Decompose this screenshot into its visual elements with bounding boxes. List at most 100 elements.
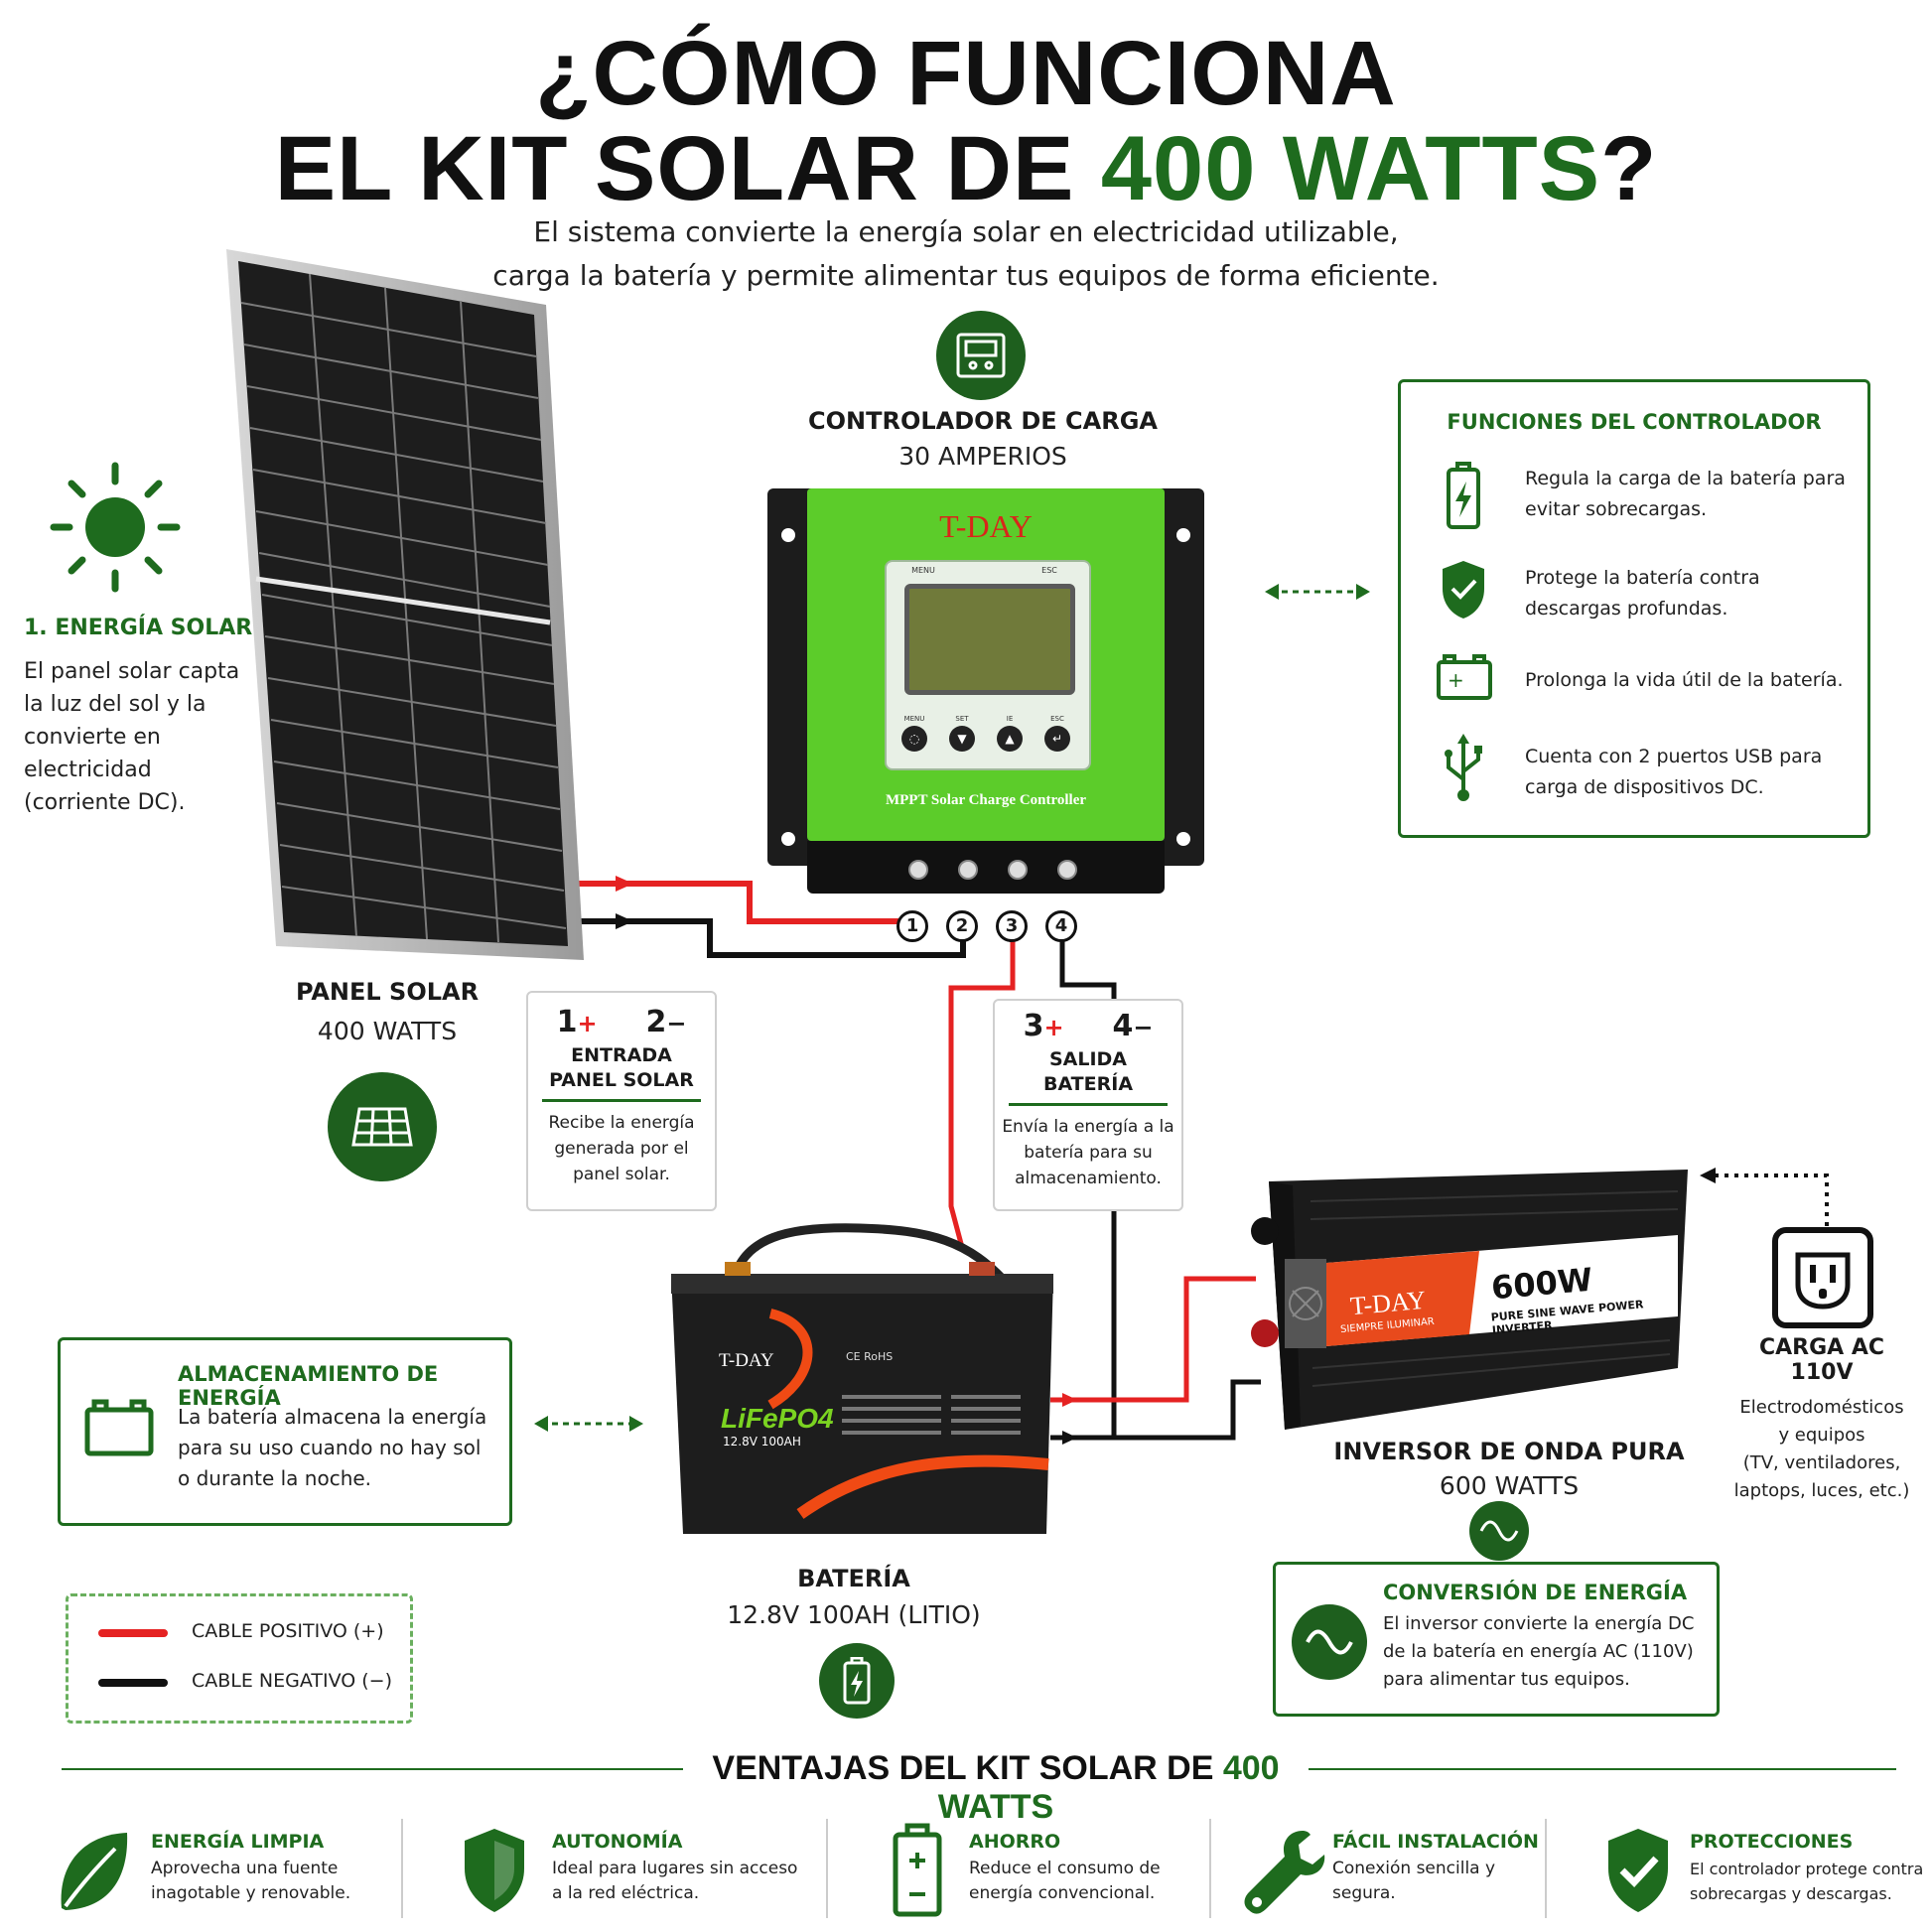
panel-name: PANEL SOLAR (295, 978, 480, 1006)
subtitle: El sistema convierte la energía solar en… (0, 210, 1932, 298)
battery-image: T-DAY CE RoHS LiFePO4 12.8V 100AH (671, 1216, 1053, 1534)
controller-lcd-screen (904, 584, 1075, 695)
inverter-image: T-DAY SIEMPRE ILUMINAR 600W PURE SINE WA… (1241, 1170, 1688, 1430)
usb-icon (1445, 734, 1482, 801)
solar-energy-text: El panel solar capta la luz del sol y la… (24, 659, 240, 815)
charge-controller-image: T-DAY MENU ESC MENU◌ SET▼ IE▲ ESC↵ MPPT … (767, 488, 1204, 894)
energy-storage-box: ALMACENAMIENTO DE ENERGÍA La batería alm… (58, 1337, 512, 1526)
controller-functions-box: FUNCIONES DEL CONTROLADOR Regula la carg… (1398, 379, 1870, 838)
terminal-3: 3 (996, 910, 1028, 942)
car-battery-icon: + (1437, 654, 1492, 700)
controller-brand: T-DAY (939, 508, 1033, 544)
controller-name: CONTROLADOR DE CARGA (808, 407, 1158, 435)
battery-icon (893, 1823, 942, 1917)
advantage-3-title: AHORRO (969, 1831, 1061, 1853)
title-highlight: 400 WATTS (1100, 118, 1601, 219)
terminal-1: 1 (897, 910, 928, 942)
battery-name: BATERÍA (797, 1565, 910, 1592)
output-pos-number: 3 (1023, 1009, 1044, 1043)
up-button-icon[interactable]: ▲ (997, 726, 1023, 752)
page-title-line1: ¿CÓMO FUNCIONA (535, 23, 1397, 124)
advantage-5-title: PROTECCIONES (1690, 1831, 1854, 1853)
enter-button-icon[interactable]: ↵ (1044, 726, 1070, 752)
controller-product-text: MPPT Solar Charge Controller (885, 792, 1087, 808)
advantage-2-title: AUTONOMÍA (552, 1831, 683, 1853)
shield-check-icon (1443, 561, 1484, 619)
wire-panel-negative (574, 918, 966, 958)
subtitle-line1: El sistema convierte la energía solar en… (533, 215, 1399, 248)
output-neg-number: 4 (1112, 1009, 1134, 1043)
wire-inverter-positive (1050, 1276, 1256, 1403)
shield-icon (465, 1829, 524, 1912)
sun-icon (50, 462, 181, 593)
subtitle-line2: carga la batería y permite alimentar tus… (492, 259, 1440, 292)
advantage-1-title: ENERGÍA LIMPIA (151, 1831, 325, 1853)
advantages-title: VENTAJAS DEL KIT SOLAR DE 400 WATTS (712, 1749, 1280, 1826)
arrow-panel-positive (616, 876, 633, 892)
legend-positive-swatch (98, 1629, 168, 1637)
wire-battery-positive (948, 938, 1016, 1252)
solar-energy-title: 1. ENERGÍA SOLAR (24, 616, 253, 640)
battery-brand: T-DAY (719, 1350, 774, 1371)
menu-button-icon[interactable]: ◌ (901, 726, 927, 752)
sine-wave-icon (1469, 1501, 1529, 1561)
terminal-2: 2 (946, 910, 978, 942)
inverter-spec: 600 WATTS (1439, 1471, 1580, 1500)
battery-model-spec: 12.8V 100AH (723, 1435, 801, 1449)
battery-charge-circle-icon (819, 1643, 895, 1719)
battery-charge-icon (1447, 462, 1480, 529)
lcd-label-esc: ESC (1041, 566, 1057, 575)
battery-marks: CE RoHS (846, 1350, 894, 1363)
terminal-4: 4 (1045, 910, 1077, 942)
battery-model: LiFePO4 (721, 1403, 834, 1434)
conversion-sine-icon (1292, 1604, 1367, 1680)
svg-text:+: + (1448, 668, 1464, 692)
ac-outlet-icon (1772, 1227, 1873, 1328)
panel-spec: 400 WATTS (317, 1017, 458, 1045)
down-button-icon[interactable]: ▼ (949, 726, 975, 752)
functions-title: FUNCIONES DEL CONTROLADOR (1447, 410, 1822, 434)
battery-spec: 12.8V 100AH (LITIO) (727, 1600, 981, 1629)
input-pos-number: 1 (556, 1005, 578, 1039)
arrow-panel-negative (616, 913, 633, 929)
cable-legend: CABLE POSITIVO (+) CABLE NEGATIVO (−) (66, 1593, 413, 1724)
lcd-label-menu: MENU (911, 566, 935, 575)
solar-panel-image (226, 249, 584, 960)
title-prefix: EL KIT SOLAR DE (274, 118, 1101, 219)
input-neg-number: 2 (645, 1005, 667, 1039)
wire-inverter-negative (1050, 1379, 1261, 1441)
controller-spec: 30 AMPERIOS (898, 442, 1067, 471)
storage-title: ALMACENAMIENTO DE ENERGÍA (178, 1362, 439, 1410)
controller-icon (936, 311, 1026, 400)
shield-check-icon (1608, 1829, 1668, 1912)
energy-conversion-box: CONVERSIÓN DE ENERGÍA El inversor convie… (1273, 1562, 1720, 1717)
conversion-title: CONVERSIÓN DE ENERGÍA (1383, 1581, 1688, 1604)
title-suffix: ? (1600, 118, 1658, 219)
inverter-name: INVERSOR DE ONDA PURA (1333, 1438, 1685, 1465)
solar-panel-icon (328, 1072, 437, 1181)
wrench-icon (1244, 1831, 1325, 1914)
legend-positive-label: CABLE POSITIVO (+) (192, 1620, 384, 1642)
advantage-4-title: FÁCIL INSTALACIÓN (1332, 1831, 1539, 1853)
page-title-line2: EL KIT SOLAR DE 400 WATTS? (0, 117, 1932, 221)
function-3-text: Prolonga la vida útil de la batería. (1525, 669, 1844, 691)
controller-buttons: MENU◌ SET▼ IE▲ ESC↵ (895, 715, 1077, 752)
leaf-icon (61, 1833, 128, 1910)
